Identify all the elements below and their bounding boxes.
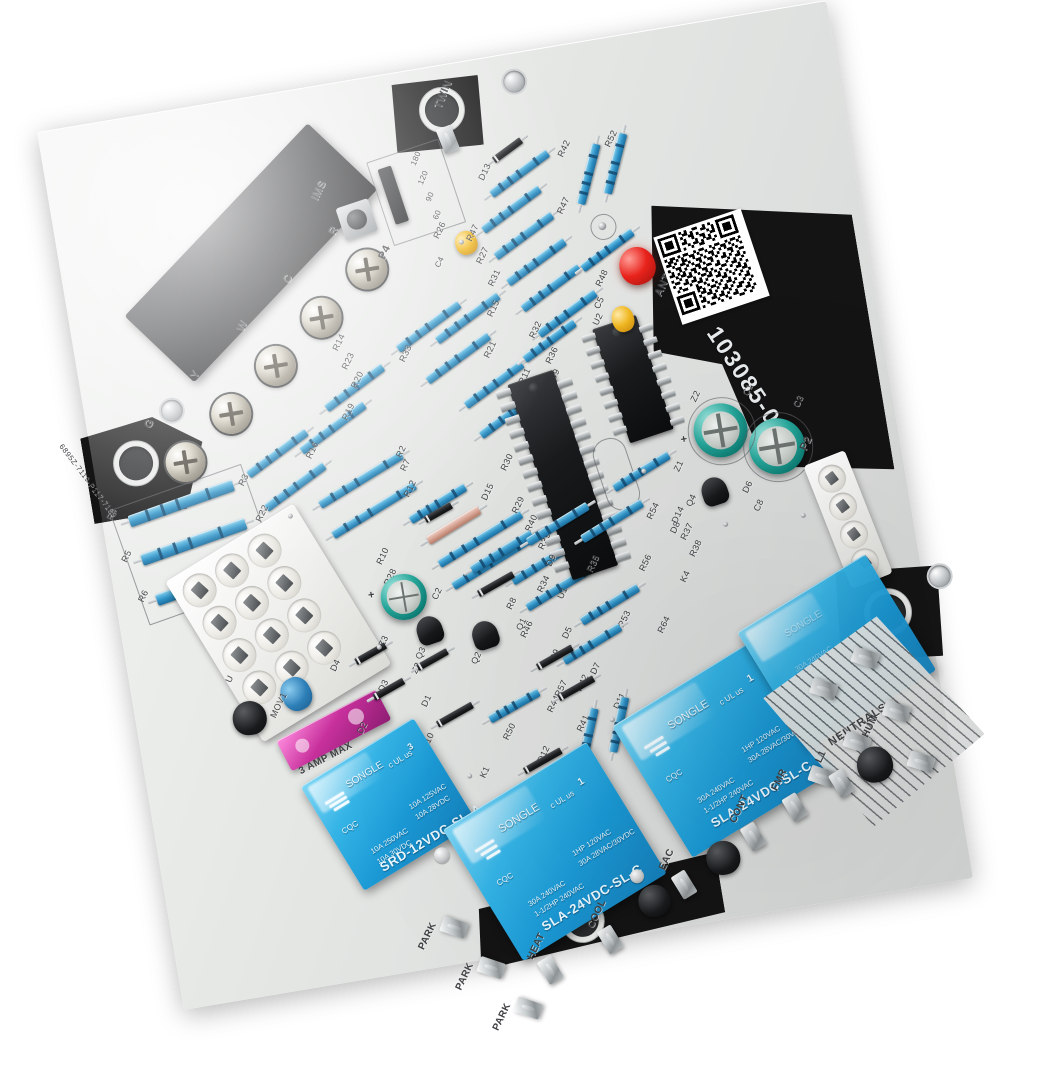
label-Q4: Q4 — [683, 492, 699, 509]
label-R30: R30 — [498, 451, 516, 473]
park-label-1: PARK — [416, 920, 439, 952]
qr-code-svg — [657, 214, 759, 316]
resistor-R50 — [487, 688, 541, 724]
via-7 — [722, 521, 729, 528]
label-D1: D1 — [419, 692, 434, 709]
label-R24: R23 — [339, 350, 357, 372]
transistor-Q2 — [468, 617, 502, 653]
label-R48: R48 — [593, 267, 611, 289]
label-R31: R31 — [485, 267, 503, 288]
park-label-3: PARK — [490, 1001, 514, 1033]
terminal-spade-HEAT[interactable] — [536, 954, 564, 986]
relay-K3-mark-num: 1 — [745, 672, 756, 685]
transistor-Q3 — [412, 612, 447, 648]
label-R14: R14 — [330, 332, 348, 353]
label-D15: D15 — [479, 481, 496, 502]
label-Q2: Q2 — [468, 649, 484, 666]
via-hole-left-upper — [159, 398, 185, 424]
relay-K3-mark-ul: c UL us — [717, 685, 746, 708]
label-K1: K1 — [477, 764, 492, 780]
terminal-spade-FMR[interactable] — [781, 792, 809, 823]
transistor-Q4 — [697, 473, 732, 509]
via-1 — [466, 773, 473, 779]
park-terminal-1[interactable] — [439, 915, 469, 939]
via-hole-top-right — [501, 69, 527, 95]
relay-K2-mark-ul: c UL us — [548, 788, 576, 811]
label-R8: R8 — [504, 595, 519, 611]
qr-code-label — [653, 208, 770, 325]
relay-K2-mark-num: 1 — [575, 775, 587, 789]
relay-K2-mark-cqc: CQC — [494, 870, 515, 888]
label-R56: R56 — [636, 552, 654, 573]
polarity-plus-C2: + — [367, 588, 376, 602]
terminal-screw-W[interactable] — [252, 342, 299, 389]
label-R10: R10 — [374, 545, 391, 567]
diode-D10-body — [435, 701, 475, 728]
label-R54: R54 — [644, 500, 662, 521]
relay-K1-mark-cqc: CQC — [340, 818, 361, 836]
label-C2: C2 — [429, 585, 444, 602]
pcb-board[interactable]: G Y W C R IMS 180 120 90 60 TWIN P4 C4 — [37, 0, 973, 1033]
label-D6: D6 — [740, 479, 755, 495]
label-R64: R64 — [655, 614, 673, 635]
label-R50: R50 — [500, 721, 518, 742]
label-D5: D5 — [559, 624, 575, 641]
label-K4: K4 — [678, 568, 693, 584]
park-terminal-3[interactable] — [513, 996, 544, 1020]
resistor-R64-body — [579, 583, 641, 626]
label-C4: C4 — [433, 255, 446, 269]
ims-button-cap — [344, 207, 369, 232]
label-U2: U2 — [590, 311, 605, 327]
label-C6: C8 — [751, 497, 766, 513]
test-point-ring — [588, 211, 619, 242]
pad-relay-k1 — [432, 846, 452, 865]
terminal-screw-Y[interactable] — [208, 390, 255, 437]
label-R42: R42 — [555, 138, 573, 159]
diode-D13 — [491, 137, 524, 164]
label-Z2: Z2 — [688, 388, 703, 404]
label-R46: R47 — [554, 195, 572, 216]
park-label-2: PARK — [453, 961, 477, 993]
ic-U1-pin1-notch — [527, 381, 540, 395]
resistor-R46 — [576, 143, 601, 206]
label-D13: D13 — [476, 161, 493, 182]
label-R38: R38 — [687, 537, 704, 559]
relay-K3-mark-cqc: CQC — [664, 767, 685, 785]
terminal-spade-CONT[interactable] — [739, 821, 767, 852]
label-Z1: Z1 — [671, 458, 686, 474]
via-8 — [800, 512, 807, 519]
